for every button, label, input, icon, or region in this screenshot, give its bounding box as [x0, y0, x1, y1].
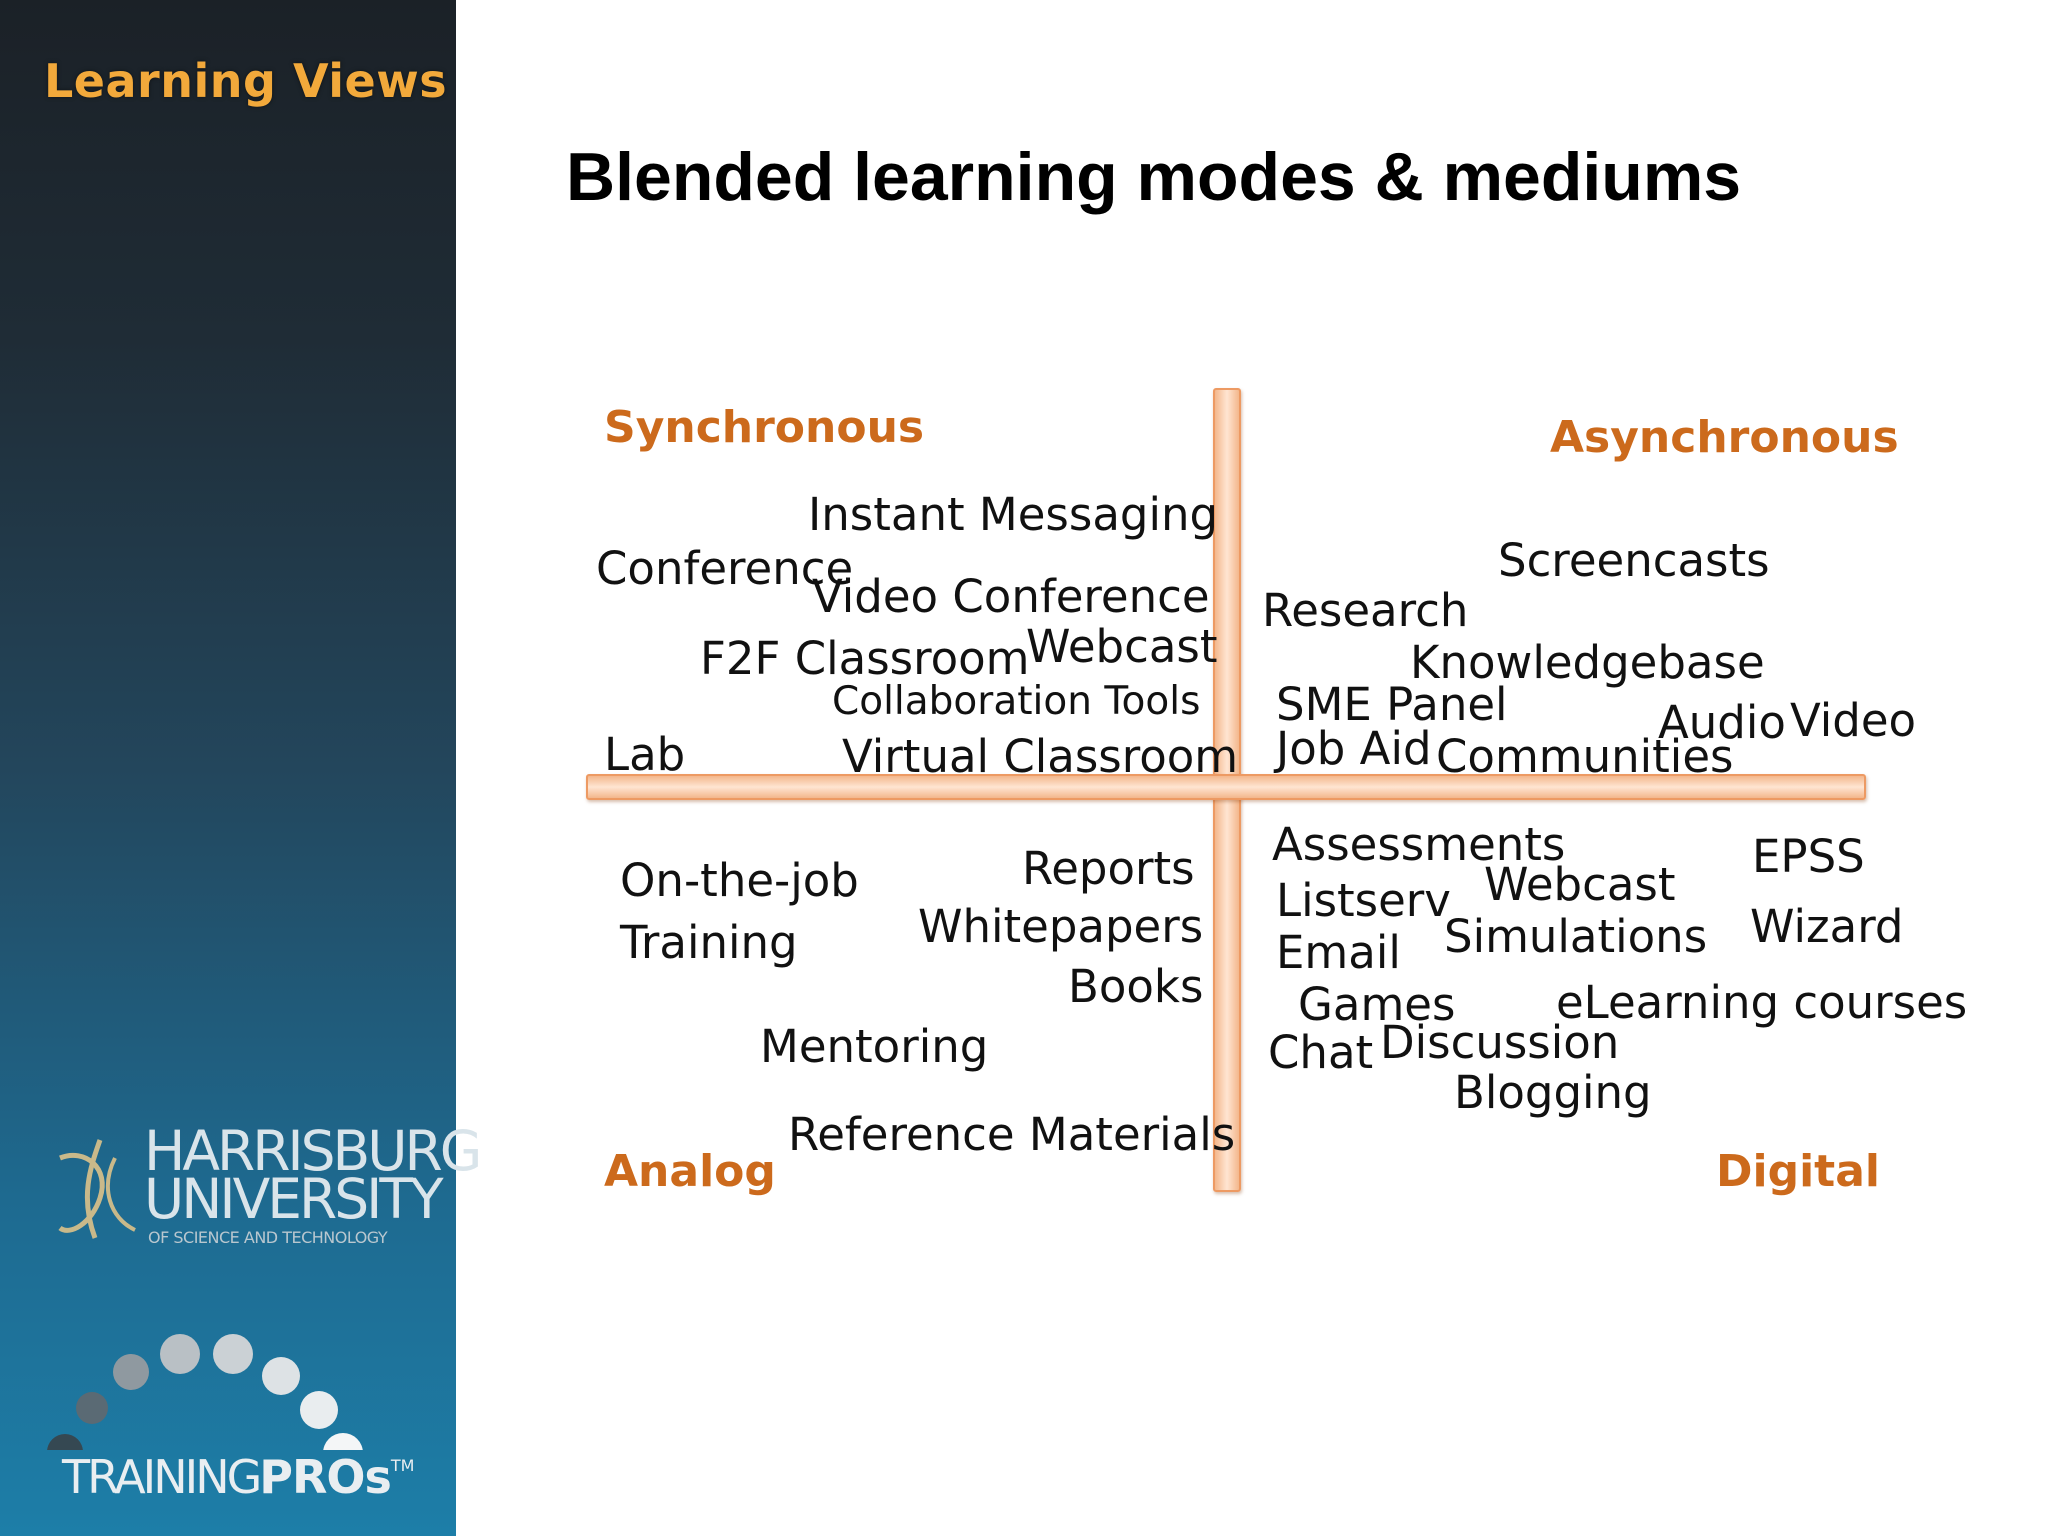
university-tagline: OF SCIENCE AND TECHNOLOGY: [148, 1228, 388, 1247]
brand-title: Learning Views: [44, 54, 448, 108]
item-books: Books: [1068, 960, 1204, 1013]
trainingpros-part2: PROs: [259, 1450, 392, 1504]
item-job-aid: Job Aid: [1276, 722, 1432, 775]
corner-synchronous: Synchronous: [604, 402, 925, 453]
item-email: Email: [1276, 926, 1401, 979]
item-training: Training: [620, 916, 798, 969]
item-whitepapers: Whitepapers: [918, 900, 1204, 953]
item-lab: Lab: [604, 728, 686, 781]
item-screencasts: Screencasts: [1498, 534, 1770, 587]
item-reports: Reports: [1022, 842, 1195, 895]
horizontal-axis: [586, 774, 1866, 800]
item-f2f-classroom: F2F Classroom: [700, 632, 1030, 685]
item-research: Research: [1262, 584, 1469, 637]
item-video: Video: [1790, 694, 1917, 747]
university-monogram-icon: [58, 1139, 136, 1239]
corner-digital: Digital: [1716, 1146, 1880, 1197]
item-on-the-job: On-the-job: [620, 854, 859, 907]
corner-analog: Analog: [604, 1146, 776, 1197]
university-name-line1: HARRISBURG: [144, 1119, 482, 1183]
item-webcast-digital: Webcast: [1484, 858, 1676, 911]
item-games: Games: [1298, 978, 1456, 1031]
item-video-conference: Video Conference: [812, 570, 1210, 623]
item-mentoring: Mentoring: [760, 1020, 989, 1073]
university-name-line2: UNIVERSITY: [144, 1167, 444, 1231]
trademark: TM: [390, 1456, 415, 1475]
trainingpros-logo: TRAININGPROsTM: [62, 1450, 414, 1504]
item-communities: Communities: [1436, 730, 1734, 783]
item-collaboration-tools: Collaboration Tools: [832, 679, 1201, 724]
item-assessments: Assessments: [1272, 818, 1566, 871]
item-conference: Conference: [596, 542, 854, 595]
slide-title: Blended learning modes & mediums: [566, 139, 1742, 215]
item-sme-panel: SME Panel: [1276, 678, 1508, 731]
item-listserv: Listserv: [1276, 874, 1451, 927]
trainingpros-dots-icon: [47, 1334, 363, 1450]
item-discussion: Discussion: [1380, 1016, 1620, 1069]
item-instant-messaging: Instant Messaging: [808, 488, 1219, 541]
item-reference-materials: Reference Materials: [788, 1108, 1236, 1161]
item-chat: Chat: [1268, 1026, 1374, 1079]
item-webcast-sync: Webcast: [1026, 620, 1218, 673]
item-epss: EPSS: [1752, 830, 1865, 883]
item-wizard: Wizard: [1750, 900, 1904, 953]
item-virtual-classroom: Virtual Classroom: [842, 730, 1239, 783]
item-simulations: Simulations: [1444, 910, 1708, 963]
sidebar: Learning Views HARRISBURG UNIVERSITY OF …: [0, 0, 482, 1536]
item-blogging: Blogging: [1454, 1066, 1652, 1119]
item-knowledgebase: Knowledgebase: [1410, 636, 1765, 689]
trainingpros-part1: TRAINING: [62, 1450, 262, 1504]
item-audio: Audio: [1658, 696, 1786, 749]
item-elearning-courses: eLearning courses: [1556, 976, 1968, 1029]
harrisburg-university-logo: HARRISBURG UNIVERSITY OF SCIENCE AND TEC…: [40, 1118, 482, 1248]
corner-asynchronous: Asynchronous: [1550, 412, 1899, 463]
